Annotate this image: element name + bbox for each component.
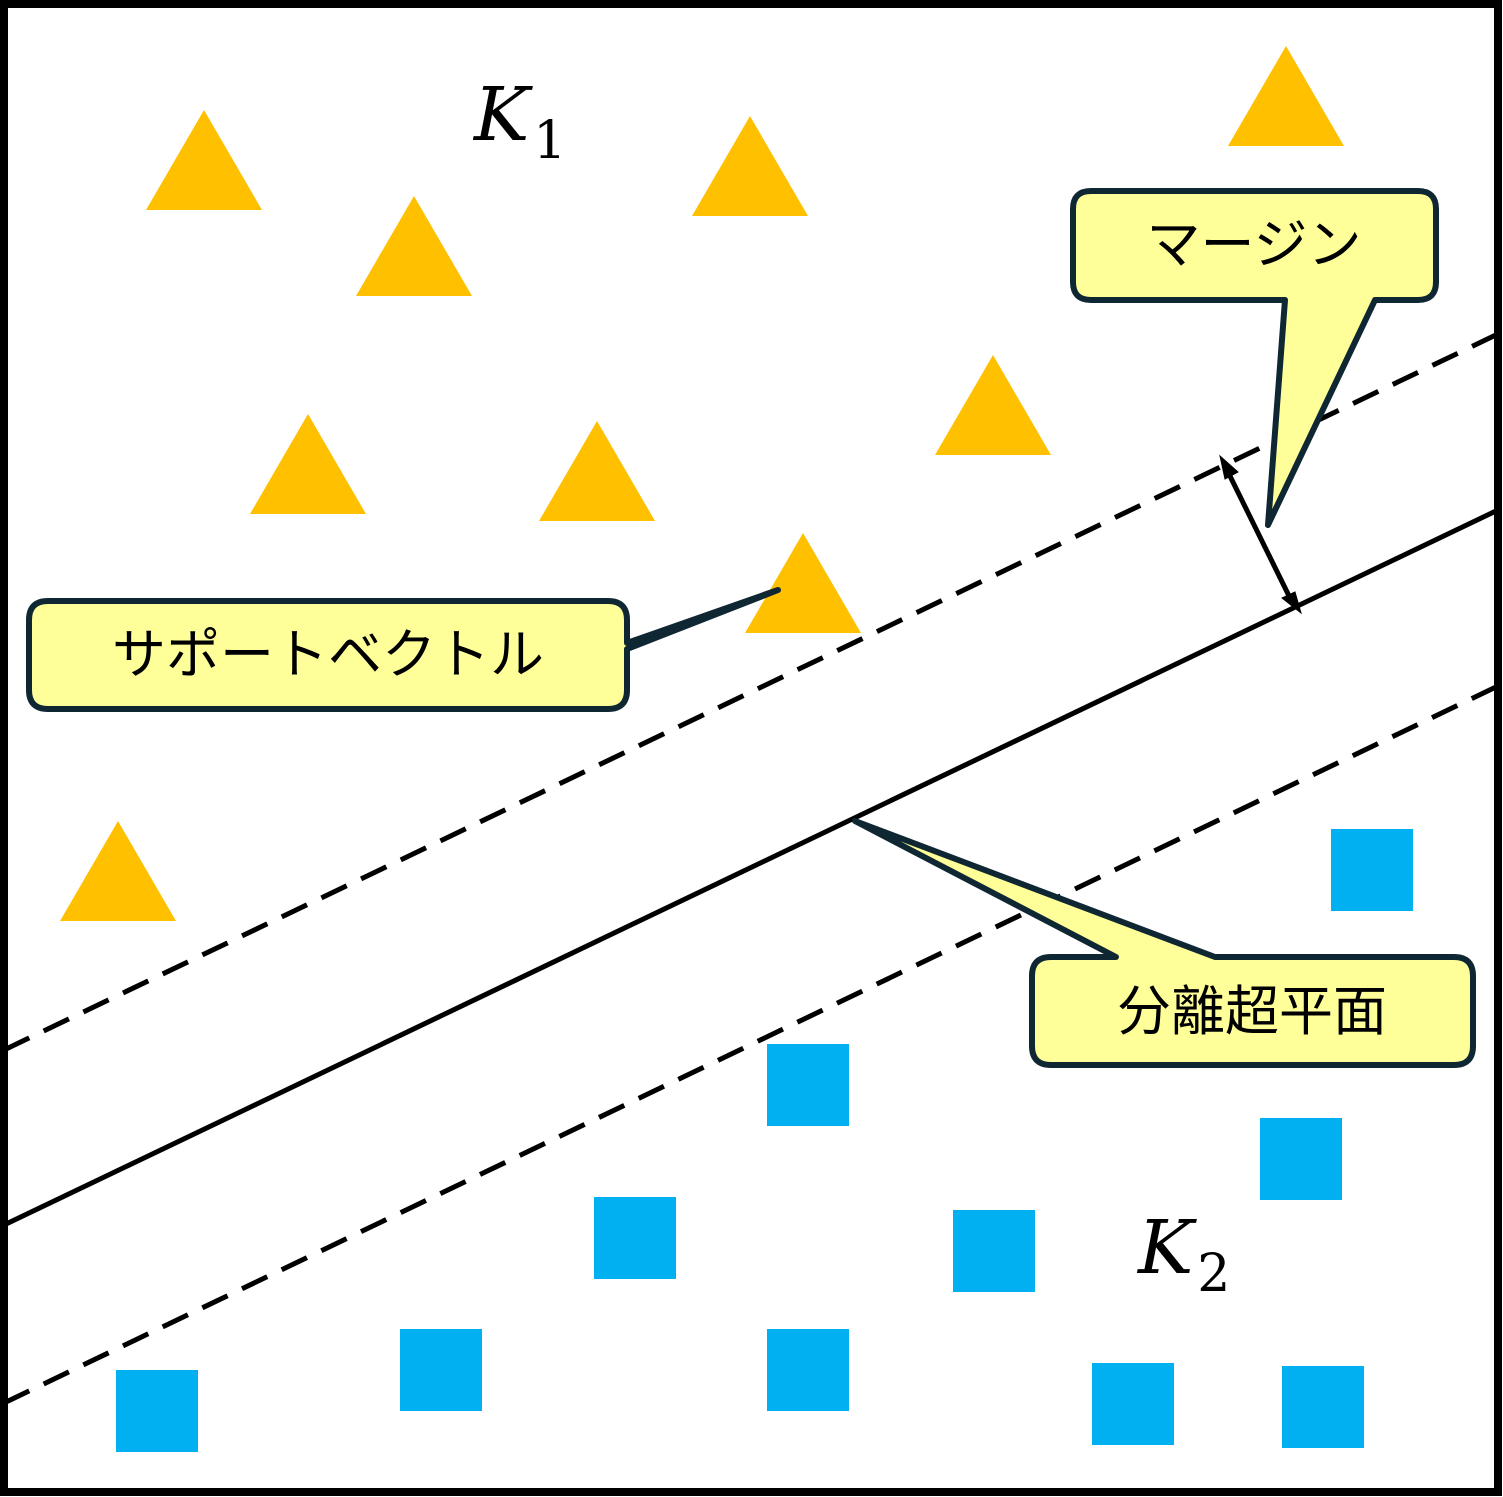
class2-square <box>1282 1366 1364 1448</box>
lower-margin-line <box>2 683 1500 1406</box>
hyperplane-callout-bubble <box>852 818 1476 1068</box>
upper-margin-line <box>2 331 1500 1053</box>
margin-arrow-shaft <box>1226 472 1294 602</box>
hyperplane-callout-text: 分離超平面 <box>1117 980 1387 1043</box>
class1-triangle <box>539 421 655 521</box>
class1-triangle <box>60 821 176 921</box>
class2-label: K2 <box>1136 1205 1230 1304</box>
class1-points <box>60 46 1344 921</box>
class2-square <box>116 1370 198 1452</box>
support-vector-callout: サポートベクトル <box>26 587 781 712</box>
margin-arrow-head-top <box>1219 454 1239 480</box>
margin-callout-bubble <box>1070 188 1439 528</box>
class1-triangle <box>935 355 1051 455</box>
class2-square <box>400 1329 482 1411</box>
separating-hyperplane-line <box>2 507 1500 1228</box>
class2-square <box>767 1329 849 1411</box>
class1-triangle <box>1228 46 1344 146</box>
class1-label-subscript: 1 <box>533 111 566 171</box>
class1-label: K1 <box>472 72 566 171</box>
margin-callout-text: マージン <box>1147 213 1362 276</box>
support-vector-callout-bubble <box>26 587 781 712</box>
class2-points <box>116 829 1413 1452</box>
class2-square <box>1331 829 1413 911</box>
class2-label-letter: K <box>1136 1205 1197 1291</box>
class2-square <box>594 1197 676 1279</box>
class2-square <box>953 1210 1035 1292</box>
margin-arrow <box>1219 454 1302 615</box>
class2-square <box>1260 1118 1342 1200</box>
margin-arrow-head-bottom <box>1281 591 1302 615</box>
class1-triangle <box>146 110 262 210</box>
class1-label-letter: K <box>472 72 533 158</box>
class1-triangle <box>250 414 366 514</box>
class1-triangle <box>356 196 472 296</box>
class1-triangle support-vector <box>745 533 861 633</box>
margin-callout: マージン <box>1070 188 1439 528</box>
hyperplane-callout: 分離超平面 <box>852 818 1476 1068</box>
class2-label-subscript: 2 <box>1197 1244 1230 1304</box>
support-vector-callout-text: サポートベクトル <box>112 623 544 686</box>
class1-triangle <box>692 116 808 216</box>
class2-square <box>767 1044 849 1126</box>
class2-square <box>1092 1363 1174 1445</box>
